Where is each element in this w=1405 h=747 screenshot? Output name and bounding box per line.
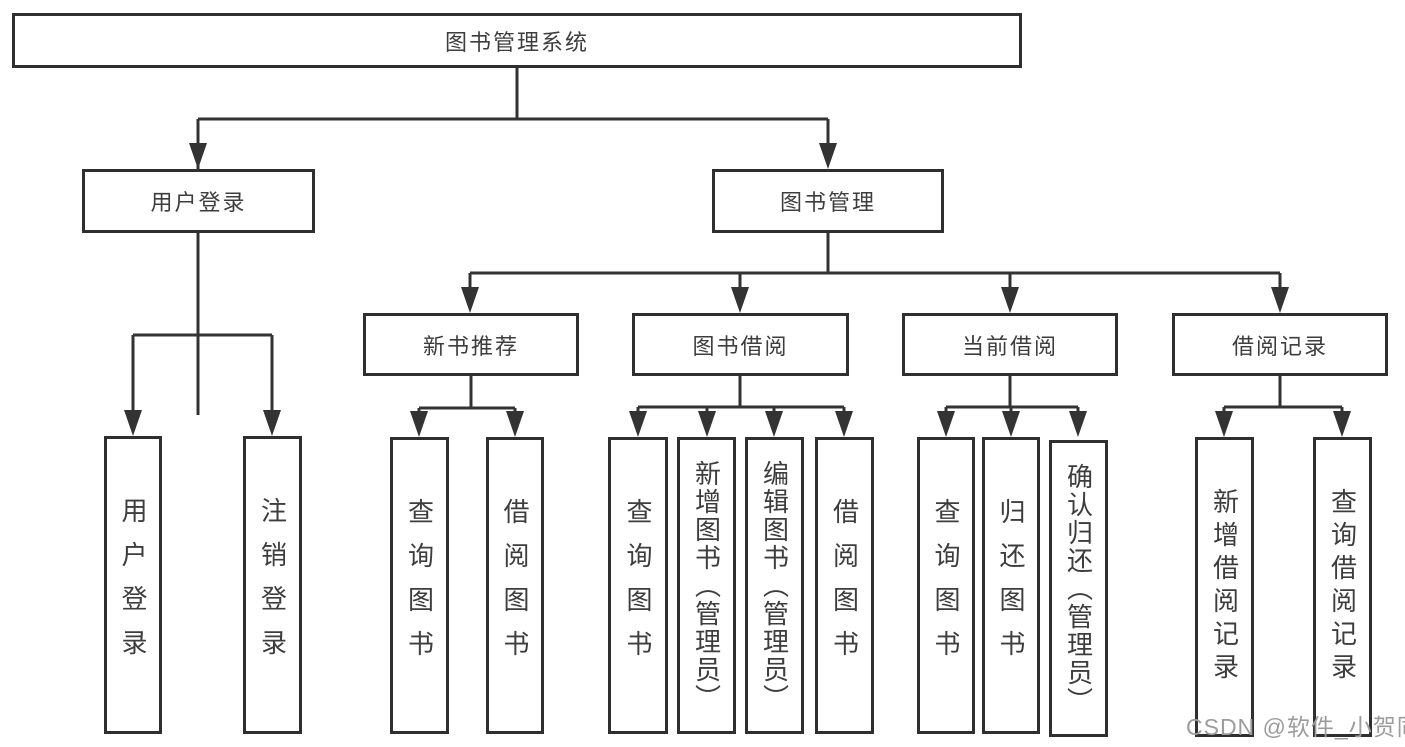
arrow-down-icon — [1001, 287, 1019, 313]
leaf-user-login: 用户登录 — [104, 436, 162, 734]
node-current-borrow: 当前借阅 — [902, 313, 1118, 376]
arrow-down-icon — [1215, 411, 1233, 437]
node-borrow-records: 借阅记录 — [1172, 313, 1388, 376]
node-label: 借阅图书 — [500, 497, 530, 674]
node-book-management: 图书管理 — [712, 169, 944, 233]
node-label: 图书管理系统 — [444, 29, 589, 55]
leaf-query-books-current: 查询图书 — [917, 437, 975, 734]
node-label: 查询图书 — [623, 497, 653, 674]
leaf-query-borrow-record: 查询借阅记录 — [1313, 437, 1372, 737]
node-label: 归还图书 — [996, 497, 1026, 674]
arrow-down-icon — [629, 411, 647, 437]
arrow-down-icon — [410, 411, 428, 437]
arrow-down-icon — [506, 411, 524, 437]
leaf-borrow-books: 借阅图书 — [815, 437, 874, 734]
node-label: 确认归还（管理员） — [1063, 462, 1094, 715]
leaf-return-books: 归还图书 — [982, 437, 1040, 734]
leaf-add-borrow-record: 新增借阅记录 — [1195, 437, 1254, 737]
arrow-down-icon — [731, 287, 749, 313]
watermark: CSDN @软件_小贺同学 — [1186, 714, 1405, 740]
node-label: 查询借阅记录 — [1327, 488, 1358, 686]
arrow-down-icon — [937, 411, 955, 437]
node-root: 图书管理系统 — [12, 13, 1022, 68]
node-user-login: 用户登录 — [82, 169, 315, 233]
node-label: 新增图书（管理员） — [691, 459, 722, 712]
node-label: 注销登录 — [257, 497, 288, 673]
arrow-down-icon — [124, 410, 142, 436]
leaf-edit-book-admin: 编辑图书（管理员） — [745, 437, 804, 734]
node-new-book-recommend: 新书推荐 — [363, 313, 579, 376]
node-label: 查询图书 — [404, 497, 435, 674]
node-label: 用户登录 — [118, 497, 148, 673]
arrow-down-icon — [1271, 287, 1289, 313]
arrow-down-icon — [189, 143, 207, 169]
node-label: 借阅图书 — [829, 497, 860, 674]
arrow-down-icon — [1333, 411, 1351, 437]
leaf-add-book-admin: 新增图书（管理员） — [677, 437, 736, 734]
arrow-down-icon — [461, 287, 479, 313]
node-label: 借阅记录 — [1231, 333, 1328, 359]
node-label: 图书借阅 — [692, 333, 789, 359]
leaf-borrow-books-recommend: 借阅图书 — [486, 437, 544, 734]
leaf-confirm-return-admin: 确认归还（管理员） — [1049, 440, 1108, 737]
node-label: 图书管理 — [779, 190, 876, 215]
leaf-logout: 注销登录 — [243, 436, 302, 734]
node-label: 新增借阅记录 — [1209, 488, 1240, 686]
arrow-down-icon — [263, 410, 281, 436]
leaf-query-books-borrow: 查询图书 — [608, 437, 668, 734]
arrow-down-icon — [819, 143, 837, 169]
node-label: 查询图书 — [931, 497, 961, 674]
arrow-down-icon — [835, 411, 853, 437]
leaf-query-books-recommend: 查询图书 — [390, 437, 449, 734]
arrow-down-icon — [1069, 411, 1087, 437]
node-label: 新书推荐 — [422, 333, 519, 359]
node-label: 编辑图书（管理员） — [759, 459, 790, 712]
arrow-down-icon — [765, 411, 783, 437]
node-label: 用户登录 — [150, 190, 247, 215]
arrow-down-icon — [698, 411, 716, 437]
node-label: 当前借阅 — [961, 333, 1058, 359]
arrow-down-icon — [1002, 411, 1020, 437]
node-book-borrow: 图书借阅 — [632, 313, 849, 376]
